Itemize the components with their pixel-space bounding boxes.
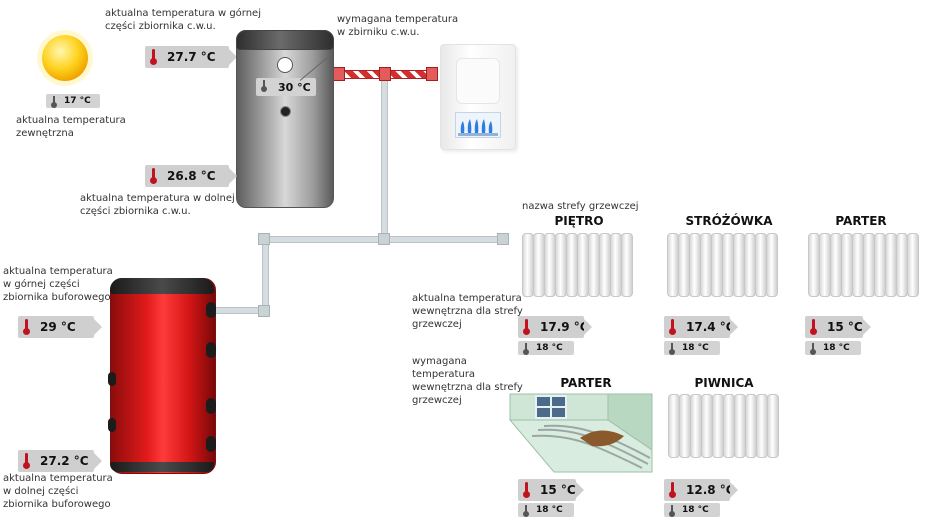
buffer-tank	[110, 278, 216, 474]
buffer-top-label: aktualna temperatura w górnej części zbi…	[3, 266, 113, 303]
boiler-face	[456, 58, 500, 104]
buffer-port	[108, 372, 116, 386]
buffer-tank-bottom	[110, 462, 214, 472]
zone-title[interactable]: STRÓŻÓWKA	[685, 214, 773, 228]
zone-actual-temp: 12.8 °C	[686, 483, 735, 497]
zone-required-temp-badge[interactable]: 18 °C	[664, 503, 720, 517]
zone-actual-temp-badge: 15 °C	[805, 316, 871, 338]
pipe-connector	[258, 305, 270, 317]
floor-heating-icon	[508, 390, 654, 474]
zone-title[interactable]: PIĘTRO	[554, 214, 604, 228]
buffer-port	[206, 302, 216, 318]
dhw-bottom-temp-badge: 26.8 °C	[145, 165, 237, 187]
valve-icon	[280, 106, 291, 117]
buffer-port	[206, 342, 216, 358]
zone-required-temp: 18 °C	[682, 505, 709, 515]
zone-required-temp-badge[interactable]: 18 °C	[664, 341, 720, 355]
zone-title[interactable]: PARTER	[835, 214, 887, 228]
burner-flame-icon	[455, 112, 501, 138]
pipe-to-buffer	[262, 236, 269, 314]
dhw-setpoint-label: wymagana temperatura w zbirniku c.w.u.	[337, 14, 459, 38]
zone-required-temp-badge[interactable]: 18 °C	[805, 341, 861, 355]
dhw-setpoint-value: 30 °C	[278, 80, 311, 94]
zone-title[interactable]: PARTER	[560, 376, 612, 390]
legend-zone-name: nazwa strefy grzewczej	[522, 201, 639, 212]
dhw-top-label: aktualna temperatura w górnej części zbi…	[105, 8, 261, 32]
buffer-bottom-temp-badge: 27.2 °C	[18, 450, 102, 472]
pipe-connector	[258, 233, 270, 245]
zone-title[interactable]: PIWNICA	[694, 376, 754, 390]
outdoor-temp-badge: 17 °C	[46, 94, 100, 108]
zone-actual-temp: 15 °C	[827, 320, 863, 334]
thermometer-icon	[523, 343, 529, 355]
radiator-icon	[808, 233, 924, 297]
thermometer-icon	[669, 343, 675, 355]
sun-icon	[35, 28, 95, 88]
buffer-port	[206, 398, 216, 414]
zone-actual-temp-badge: 15 °C	[518, 479, 584, 501]
thermometer-icon	[523, 319, 530, 335]
pipe-connector	[379, 67, 391, 81]
buffer-bottom-temp-value: 27.2 °C	[40, 454, 89, 468]
thermometer-icon	[669, 482, 676, 498]
zone-required-temp: 18 °C	[823, 343, 850, 353]
zone-actual-temp: 17.4 °C	[686, 320, 735, 334]
pipe-connector	[378, 233, 390, 245]
thermometer-icon	[23, 453, 30, 469]
buffer-port	[206, 436, 216, 452]
thermometer-icon	[261, 80, 267, 92]
zone-actual-temp-badge: 12.8 °C	[664, 479, 738, 501]
pipe-connector	[497, 233, 509, 245]
buffer-top-temp-badge: 29 °C	[18, 316, 102, 338]
zone-actual-temp-badge: 17.9 °C	[518, 316, 592, 338]
radiator-icon	[668, 394, 784, 458]
gauge-icon	[277, 57, 293, 73]
thermometer-icon	[523, 505, 529, 517]
dhw-tank-cap	[236, 30, 334, 50]
thermometer-icon	[150, 49, 157, 65]
dhw-bottom-temp-value: 26.8 °C	[167, 169, 216, 183]
zone-required-temp-badge[interactable]: 18 °C	[518, 503, 574, 517]
outdoor-temp-value: 17 °C	[64, 96, 91, 106]
thermometer-icon	[669, 319, 676, 335]
dhw-top-temp-badge: 27.7 °C	[145, 46, 237, 68]
legend-actual-temp: aktualna temperatura wewnętrzna dla stre…	[412, 293, 523, 330]
pipe-connector	[426, 67, 438, 81]
zone-required-temp: 18 °C	[682, 343, 709, 353]
thermometer-icon	[23, 319, 30, 335]
thermometer-icon	[523, 482, 530, 498]
buffer-top-temp-value: 29 °C	[40, 320, 76, 334]
radiator-icon	[522, 233, 638, 297]
zone-required-temp: 18 °C	[536, 505, 563, 515]
thermometer-icon	[669, 505, 675, 517]
dhw-bottom-label: aktualna temperatura w dolnej części zbi…	[80, 193, 235, 217]
pipe-vertical-main	[381, 80, 388, 242]
thermometer-icon	[51, 96, 57, 108]
zone-required-temp: 18 °C	[536, 343, 563, 353]
legend-required-temp: wymagana temperatura wewnętrzna dla stre…	[412, 356, 523, 406]
dhw-top-temp-value: 27.7 °C	[167, 50, 216, 64]
pipe-connector	[333, 67, 345, 81]
zone-actual-temp: 15 °C	[540, 483, 576, 497]
buffer-tank-top	[110, 278, 214, 294]
buffer-port	[108, 418, 116, 432]
zone-actual-temp: 17.9 °C	[540, 320, 589, 334]
thermometer-icon	[150, 168, 157, 184]
thermometer-icon	[810, 319, 817, 335]
dhw-setpoint-badge: 30 °C	[256, 78, 316, 96]
radiator-icon	[667, 233, 783, 297]
thermometer-icon	[810, 343, 816, 355]
buffer-bottom-label: aktualna temperatura w dolnej części zbi…	[3, 473, 113, 510]
zone-required-temp-badge[interactable]: 18 °C	[518, 341, 574, 355]
outdoor-temp-label: aktualna temperatura zewnętrzna	[16, 115, 126, 139]
zone-actual-temp-badge: 17.4 °C	[664, 316, 738, 338]
